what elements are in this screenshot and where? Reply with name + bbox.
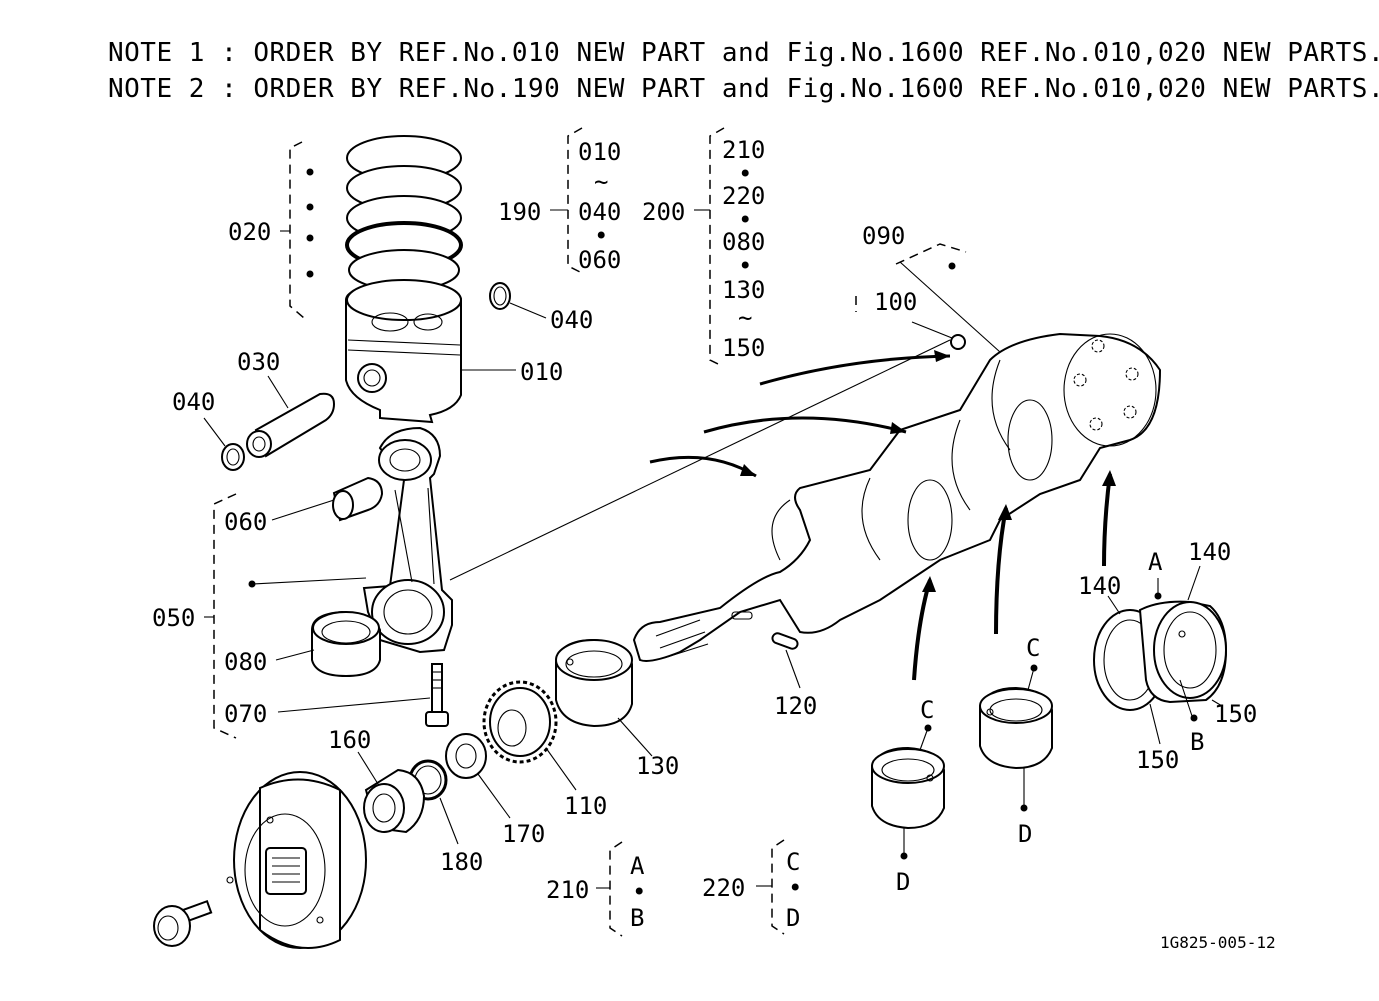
group-190-items: 010 ~ 040 • 060 xyxy=(578,138,621,274)
g190-sep: • xyxy=(594,222,608,250)
label-040-right: 040 xyxy=(550,306,593,334)
g220-sep: • xyxy=(788,874,802,902)
snap-ring-left xyxy=(203,417,245,471)
label-210: 210 xyxy=(546,876,589,904)
marker-a: A xyxy=(1148,548,1163,576)
note-1: NOTE 1 : ORDER BY REF.No.010 NEW PART an… xyxy=(108,38,1379,68)
figure-id: 1G825-005-12 xyxy=(1160,933,1276,952)
label-060: 060 xyxy=(224,508,267,536)
label-140-left: 140 xyxy=(1078,572,1121,600)
label-120: 120 xyxy=(774,692,817,720)
label-170: 170 xyxy=(502,820,545,848)
label-140-right: 140 xyxy=(1188,538,1231,566)
group-200-items: 210 • 220 • 080 • 130 ~ 150 xyxy=(722,136,765,362)
g200-sep: • xyxy=(738,252,752,280)
g220-item: C xyxy=(786,848,800,876)
label-150-left: 150 xyxy=(1136,746,1179,774)
g190-item: 010 xyxy=(578,138,621,166)
g200-item: 210 xyxy=(722,136,765,164)
label-130: 130 xyxy=(636,752,679,780)
label-040-left: 040 xyxy=(172,388,215,416)
note-2: NOTE 2 : ORDER BY REF.No.190 NEW PART an… xyxy=(108,74,1379,104)
label-200: 200 xyxy=(642,198,685,226)
piston-rings xyxy=(280,135,463,319)
label-100: 100 xyxy=(874,288,917,316)
label-160: 160 xyxy=(328,726,371,754)
label-020: 020 xyxy=(228,218,271,246)
g200-sep: ~ xyxy=(738,304,752,332)
marker-c2: C xyxy=(1026,634,1040,662)
label-010: 010 xyxy=(520,358,563,386)
g190-item: 040 xyxy=(578,198,621,226)
g190-sep: ~ xyxy=(594,168,608,196)
oil-seal xyxy=(357,751,426,834)
small-end-bushing xyxy=(271,476,384,522)
flywheel xyxy=(226,771,367,949)
label-050: 050 xyxy=(152,604,195,632)
g200-item: 220 xyxy=(722,182,765,210)
g200-item: 150 xyxy=(722,334,765,362)
label-030: 030 xyxy=(237,348,280,376)
piston-pin xyxy=(246,375,336,458)
label-190: 190 xyxy=(498,198,541,226)
marker-c1: C xyxy=(920,696,934,724)
g220-item: D xyxy=(786,904,800,932)
label-070: 070 xyxy=(224,700,267,728)
conrod-bolt xyxy=(277,663,449,727)
snap-ring-right xyxy=(489,282,547,319)
label-080: 080 xyxy=(224,648,267,676)
label-090: 090 xyxy=(862,222,905,250)
flywheel-bolt xyxy=(153,899,213,947)
marker-b: B xyxy=(1190,728,1204,756)
conrod-bearing xyxy=(275,610,381,678)
bearing-c2 xyxy=(979,664,1053,812)
g210-item: B xyxy=(630,904,644,932)
g200-item: 080 xyxy=(722,228,765,256)
marker-d1: D xyxy=(896,868,910,896)
assembly-arrows xyxy=(649,350,1116,681)
connecting-rod xyxy=(251,426,453,654)
label-150-right: 150 xyxy=(1214,700,1257,728)
label-220: 220 xyxy=(702,874,745,902)
g210-sep: • xyxy=(632,878,646,906)
main-bearing-130 xyxy=(555,638,653,757)
key xyxy=(771,632,801,689)
g190-item: 060 xyxy=(578,246,621,274)
group-220-items: C • D xyxy=(786,848,802,932)
marker-d2: D xyxy=(1018,820,1032,848)
label-180: 180 xyxy=(440,848,483,876)
label-110: 110 xyxy=(564,792,607,820)
g200-item: 130 xyxy=(722,276,765,304)
g210-item: A xyxy=(630,852,645,880)
thrust-bearing-set xyxy=(1093,565,1228,745)
bearing-c1 xyxy=(871,724,945,860)
g200-sep: • xyxy=(738,206,752,234)
crankshaft xyxy=(632,332,1162,662)
crank-gear xyxy=(482,680,577,791)
g200-sep: • xyxy=(738,160,752,188)
group-210-items: A • B xyxy=(630,852,646,932)
piston xyxy=(345,279,516,424)
collar xyxy=(445,733,511,819)
